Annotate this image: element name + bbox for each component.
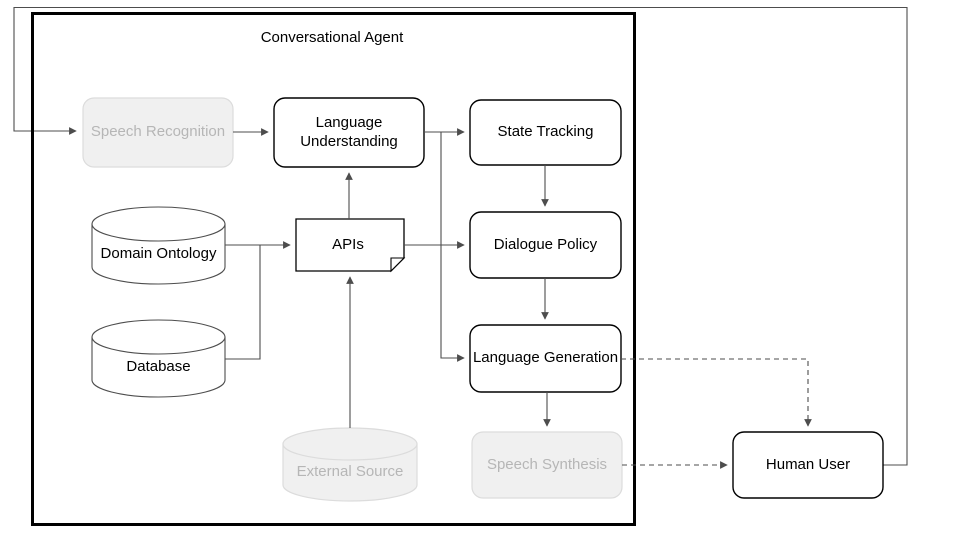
agent-boundary bbox=[31, 12, 636, 526]
edge-language-generation-to-human-user bbox=[621, 358, 812, 427]
edge-user-to-speech-recognition bbox=[13, 6, 908, 466]
node-language-understanding[interactable] bbox=[273, 97, 425, 168]
node-apis[interactable] bbox=[295, 218, 406, 273]
node-language-generation[interactable] bbox=[469, 324, 622, 393]
node-speech-synthesis[interactable] bbox=[471, 431, 623, 499]
node-dialogue-policy[interactable] bbox=[469, 211, 622, 279]
node-external-source[interactable] bbox=[282, 427, 418, 502]
node-database[interactable] bbox=[91, 319, 226, 398]
edge-language-understanding-to-language-generation bbox=[440, 132, 465, 362]
node-human-user[interactable] bbox=[732, 431, 884, 499]
edge-database-to-apis bbox=[225, 245, 261, 360]
node-domain-ontology[interactable] bbox=[91, 206, 226, 285]
diagram-title: Conversational Agent bbox=[260, 29, 404, 46]
node-speech-recognition[interactable] bbox=[82, 97, 234, 168]
node-state-tracking[interactable] bbox=[469, 99, 622, 166]
